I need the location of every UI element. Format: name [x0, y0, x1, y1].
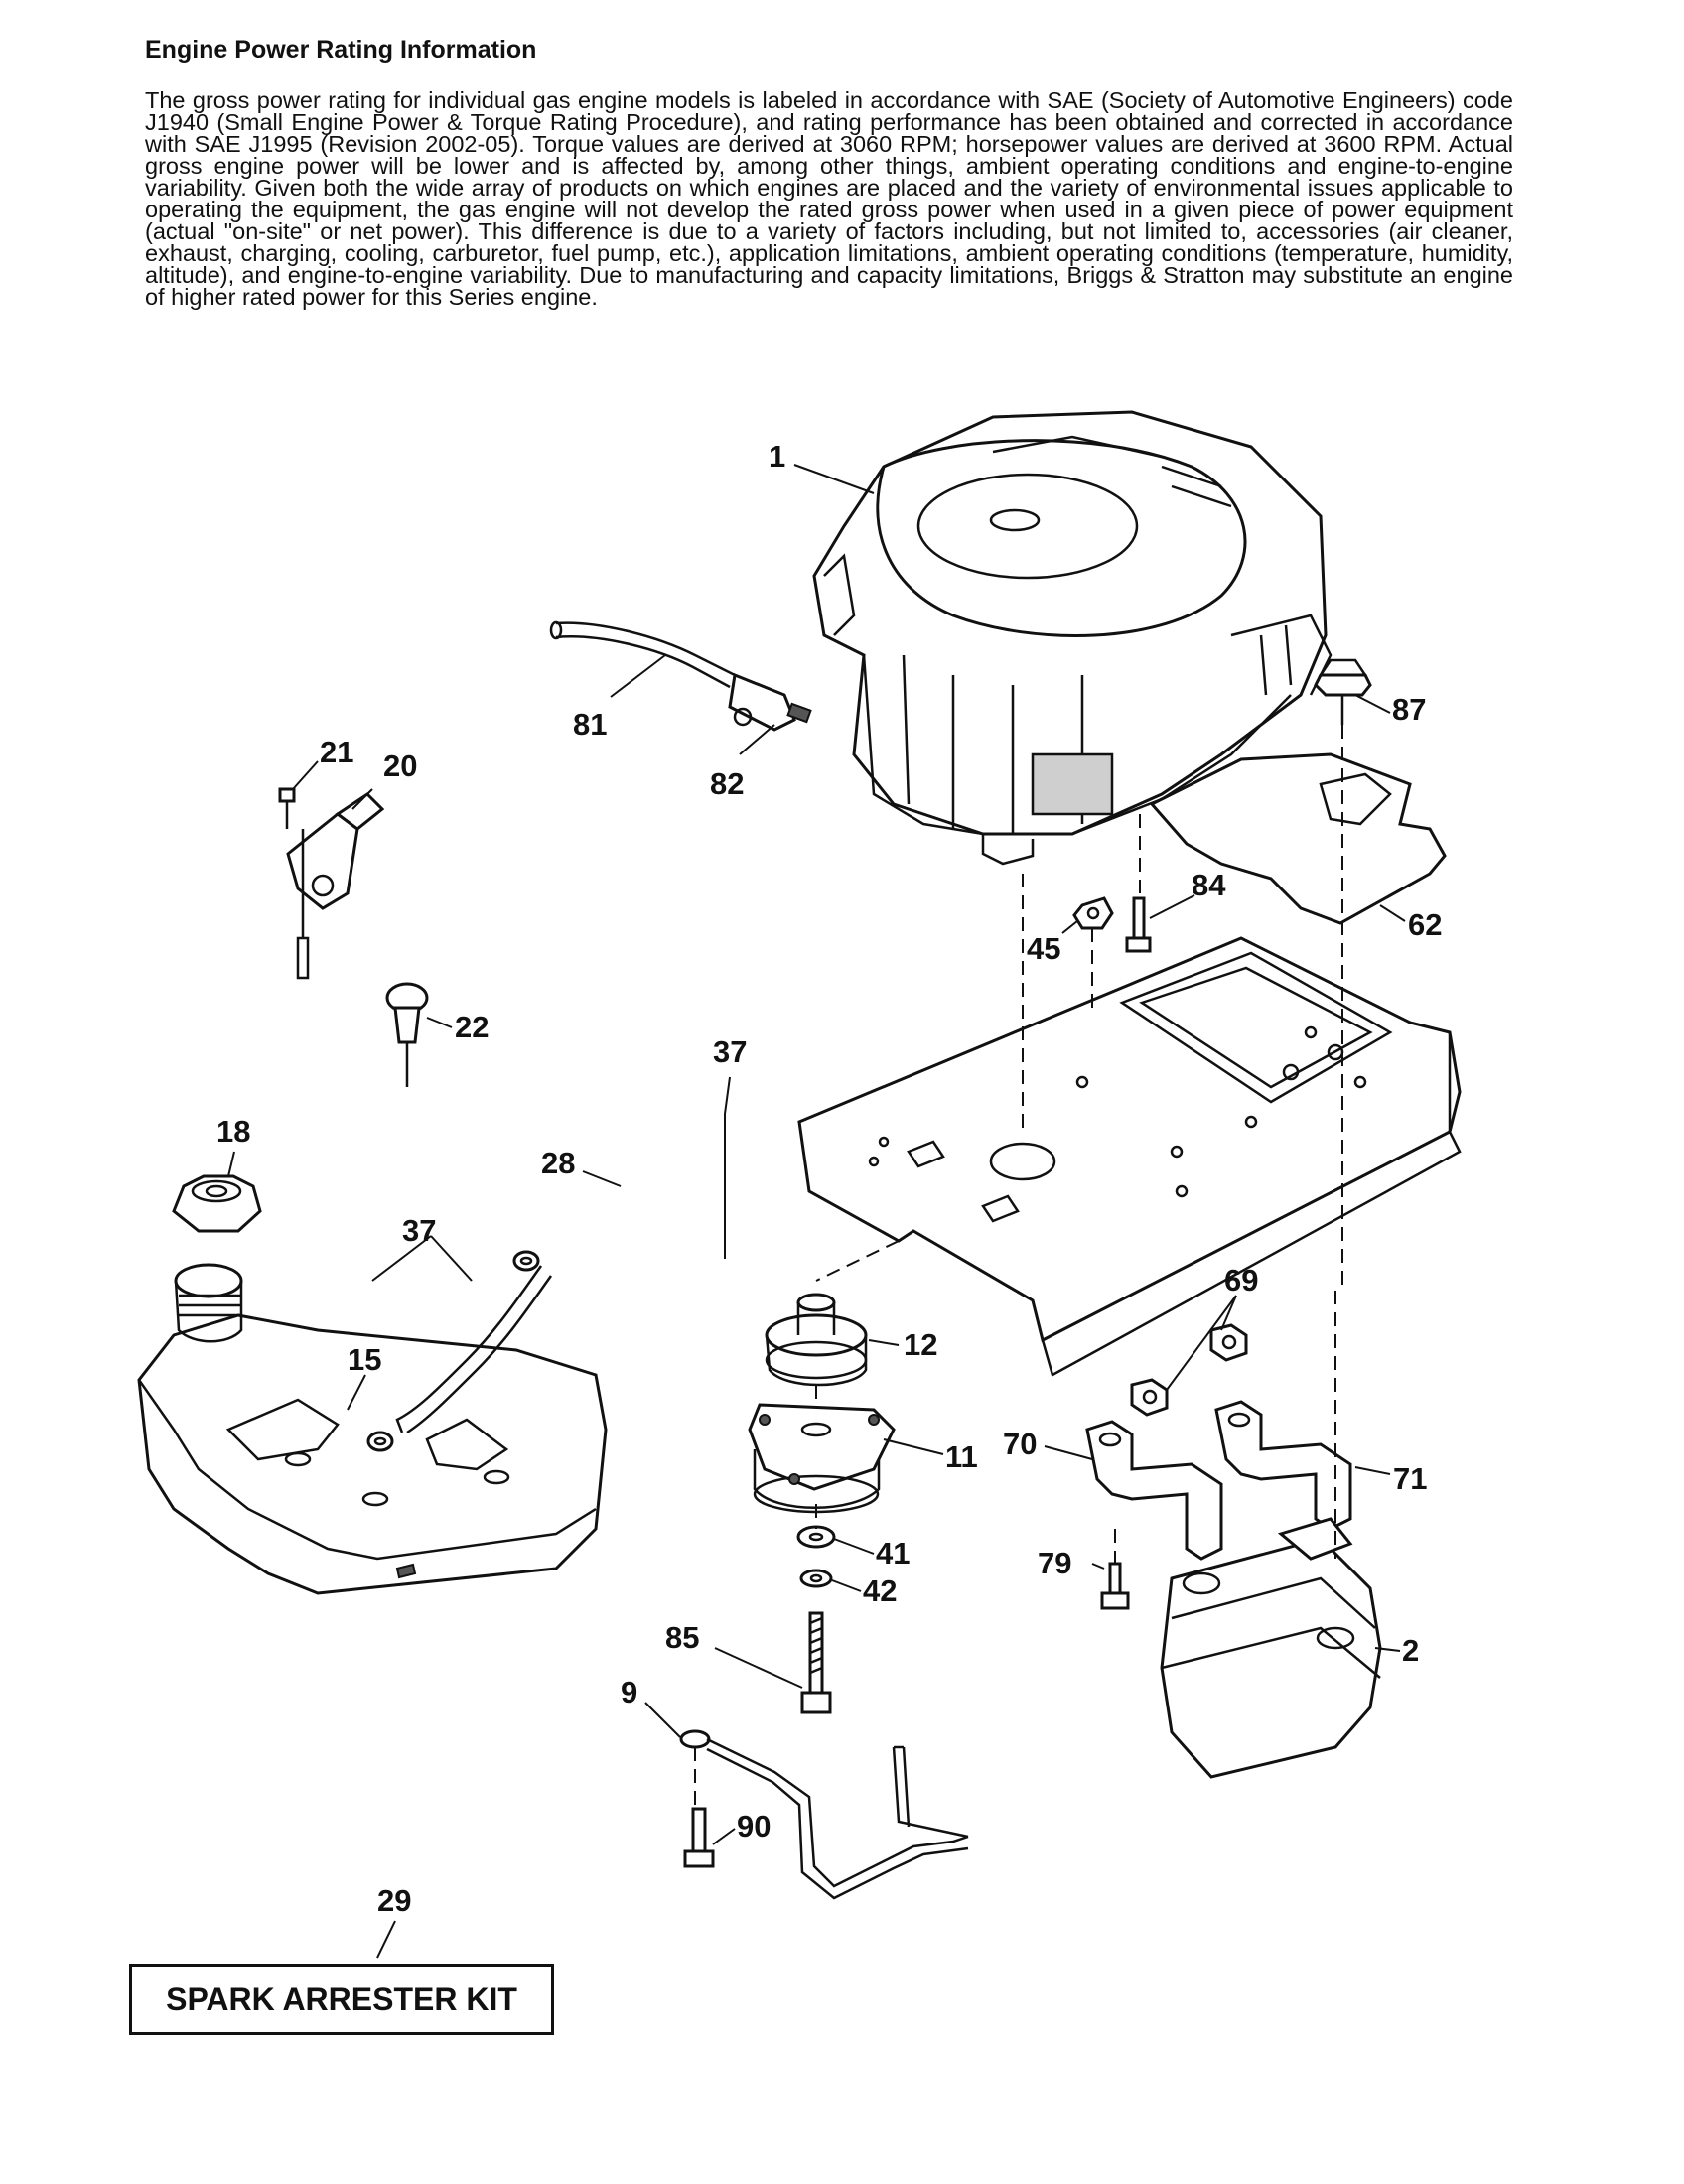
callout-62: 62 — [1408, 907, 1442, 942]
pulley-12 — [765, 1293, 868, 1387]
chassis-plate — [797, 936, 1462, 1377]
exhaust-pipe-71 — [1214, 1400, 1352, 1531]
washer-42 — [799, 1569, 833, 1588]
bolt-85 — [800, 1611, 832, 1714]
rating-paragraph: The gross power rating for individual ga… — [145, 87, 1513, 310]
fuel-cap-18 — [172, 1174, 262, 1233]
callout-11: 11 — [945, 1439, 978, 1474]
callout-9: 9 — [621, 1675, 637, 1709]
callout-71: 71 — [1393, 1461, 1427, 1496]
fuel-connector-82 — [728, 672, 812, 732]
callout-2: 2 — [1402, 1633, 1419, 1668]
choke-knob-22 — [385, 982, 429, 1087]
callout-70: 70 — [1003, 1427, 1037, 1461]
callout-37: 37 — [713, 1034, 747, 1069]
hose-clamp-37 — [512, 1250, 540, 1272]
callout-45: 45 — [1027, 931, 1060, 966]
callout-29: 29 — [377, 1883, 411, 1918]
callout-18: 18 — [216, 1114, 250, 1149]
callout-41: 41 — [876, 1536, 910, 1570]
assembly-lines — [694, 725, 1343, 1809]
rod-bracket-9 — [679, 1729, 969, 1900]
exhaust-pipe-70 — [1085, 1420, 1223, 1561]
bolt-84 — [1125, 896, 1152, 953]
knob-87 — [1314, 658, 1372, 725]
callout-85: 85 — [665, 1620, 699, 1655]
callout-22: 22 — [455, 1010, 489, 1044]
washer-41 — [796, 1525, 836, 1549]
spark-arrester-kit-label: SPARK ARRESTER KIT — [129, 1964, 554, 2035]
fuel-tank-15 — [137, 1263, 608, 1595]
screw-21 — [278, 787, 296, 829]
hose-clamp-37 — [366, 1431, 394, 1452]
callout-69: 69 — [1224, 1263, 1258, 1297]
leader-lines — [227, 464, 1406, 1959]
callout-84: 84 — [1192, 868, 1226, 902]
callout-87: 87 — [1392, 692, 1426, 727]
engine — [812, 410, 1333, 866]
fuel-hose-28 — [395, 1265, 553, 1434]
callout-labels: 1 81 82 87 21 20 62 84 45 22 37 18 28 37… — [216, 439, 1442, 1918]
nut-45 — [1072, 896, 1114, 930]
callout-81: 81 — [573, 707, 607, 742]
callout-1: 1 — [769, 439, 785, 474]
callout-15: 15 — [348, 1342, 381, 1377]
callout-79: 79 — [1038, 1546, 1071, 1580]
callout-20: 20 — [383, 749, 417, 783]
callout-42: 42 — [863, 1573, 897, 1608]
callout-21: 21 — [320, 735, 353, 769]
bolt-90 — [683, 1807, 715, 1868]
ignition-switch-20 — [286, 792, 385, 980]
heat-shield-62 — [1149, 752, 1447, 925]
callout-82: 82 — [710, 766, 744, 801]
section-heading: Engine Power Rating Information — [145, 36, 537, 64]
callout-12: 12 — [904, 1327, 937, 1362]
callout-90: 90 — [737, 1809, 771, 1843]
fuel-line-81 — [549, 620, 736, 689]
pto-clutch-11 — [748, 1403, 896, 1514]
muffler-2 — [1160, 1517, 1382, 1779]
gasket-69 — [1130, 1323, 1248, 1417]
bolt-79 — [1100, 1562, 1130, 1610]
callout-37: 37 — [402, 1213, 436, 1248]
callout-28: 28 — [541, 1146, 575, 1180]
